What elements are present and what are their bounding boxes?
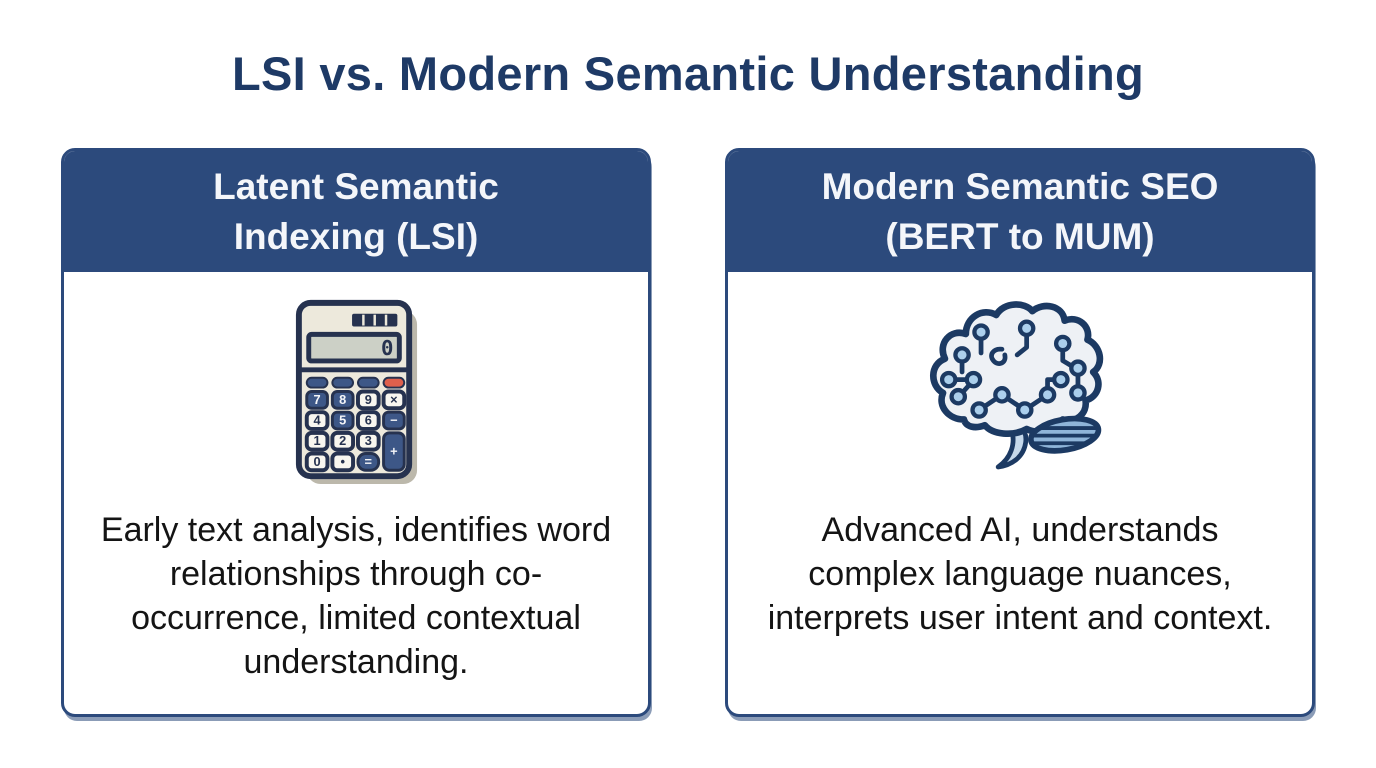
card-lsi-title-line2: Indexing (LSI) bbox=[233, 215, 479, 257]
card-lsi: Latent Semantic Indexing (LSI) 0 bbox=[61, 148, 651, 717]
card-lsi-title-line1: Latent Semantic bbox=[213, 165, 499, 207]
calc-key-8: 8 bbox=[339, 391, 346, 406]
card-modern-title-line1: Modern Semantic SEO bbox=[821, 165, 1219, 207]
calc-key-multiply: × bbox=[390, 391, 397, 406]
calculator-illustration: 0 7 8 9 × bbox=[295, 299, 418, 484]
calc-key-equals: = bbox=[365, 453, 372, 468]
calc-key-minus: − bbox=[390, 412, 397, 427]
card-modern-title-line2: (BERT to MUM) bbox=[885, 215, 1155, 257]
calc-key-9: 9 bbox=[365, 391, 372, 406]
infographic-canvas: LSI vs. Modern Semantic Understanding La… bbox=[0, 46, 1376, 768]
calc-key-1: 1 bbox=[314, 433, 321, 448]
calc-key-3: 3 bbox=[365, 433, 372, 448]
calculator-icon: 0 7 8 9 × bbox=[285, 292, 427, 490]
card-modern-body: Advanced AI, understands complex languag… bbox=[728, 272, 1312, 714]
calc-key-7: 7 bbox=[314, 391, 321, 406]
card-modern-header: Modern Semantic SEO (BERT to MUM) bbox=[728, 151, 1312, 272]
calc-key-0: 0 bbox=[314, 453, 321, 468]
calc-key-6: 6 bbox=[365, 412, 372, 427]
calc-key-plus: + bbox=[390, 443, 397, 458]
card-modern-description: Advanced AI, understands complex languag… bbox=[767, 511, 1273, 637]
calc-key-4: 4 bbox=[314, 412, 322, 427]
card-modern-semantic-seo: Modern Semantic SEO (BERT to MUM) bbox=[725, 148, 1315, 717]
calc-key-5: 5 bbox=[339, 412, 346, 427]
card-lsi-body: 0 7 8 9 × bbox=[64, 272, 648, 714]
comparison-row: Latent Semantic Indexing (LSI) 0 bbox=[0, 148, 1376, 717]
brain-circuit-icon bbox=[920, 292, 1120, 490]
card-lsi-description: Early text analysis, identifies word rel… bbox=[100, 511, 612, 681]
calc-key-2: 2 bbox=[339, 433, 346, 448]
brain-illustration bbox=[930, 301, 1104, 470]
page-title: LSI vs. Modern Semantic Understanding bbox=[231, 47, 1145, 100]
cerebellum bbox=[1028, 415, 1102, 454]
calculator-display-value: 0 bbox=[381, 336, 393, 360]
card-lsi-header: Latent Semantic Indexing (LSI) bbox=[64, 151, 648, 272]
calc-key-dot: • bbox=[340, 453, 345, 468]
